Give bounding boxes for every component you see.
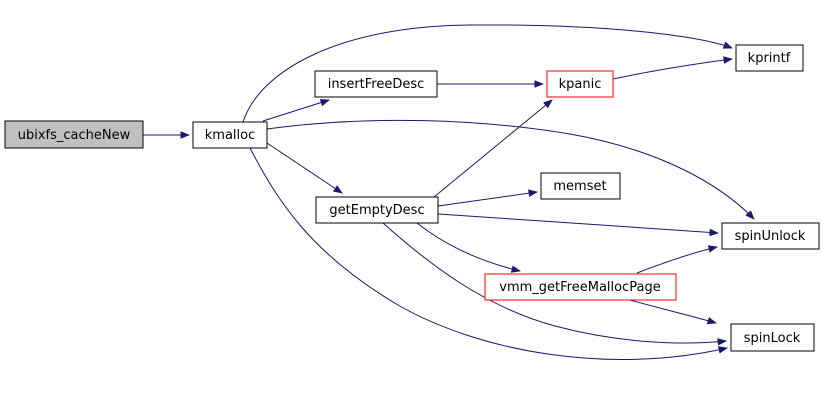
node-label: vmm_getFreeMallocPage	[499, 280, 660, 295]
edge-getEmptyDesc-spinUnlock	[437, 213, 719, 237]
node-label: memset	[553, 179, 606, 194]
node-label: kpanic	[559, 77, 602, 92]
edge-kmalloc-insertFreeDesc	[262, 98, 330, 122]
edge-getEmptyDesc-kpanic	[433, 99, 553, 198]
edge-kmalloc-getEmptyDesc	[266, 142, 343, 194]
edge-kmalloc-kprintf	[242, 24, 733, 123]
node-box	[315, 196, 439, 224]
edge-kmalloc-spinUnlock	[266, 119, 755, 220]
edge-vmm_getFreeMallocPage-spinUnlock	[636, 245, 718, 274]
node-memset[interactable]: memset	[540, 172, 621, 200]
node-label: spinLock	[744, 331, 801, 346]
edge-layer	[143, 24, 755, 360]
node-label: spinUnlock	[735, 229, 806, 244]
edge-getEmptyDesc-spinLock	[382, 222, 727, 346]
edge-vmm_getFreeMallocPage-spinLock	[629, 299, 717, 325]
node-spinUnlock[interactable]: spinUnlock	[721, 222, 820, 250]
node-spinLock[interactable]: spinLock	[730, 323, 815, 352]
node-box	[314, 70, 438, 98]
node-vmm_getFreeMallocPage[interactable]: vmm_getFreeMallocPage	[484, 273, 677, 301]
node-box	[735, 44, 804, 72]
node-box	[540, 172, 621, 200]
node-label: kmalloc	[205, 128, 255, 143]
node-box	[721, 222, 820, 250]
node-box	[546, 70, 614, 98]
node-label: kprintf	[748, 51, 791, 66]
node-label: getEmptyDesc	[329, 203, 424, 218]
node-label: insertFreeDesc	[328, 77, 425, 92]
node-box	[4, 120, 144, 149]
node-kpanic[interactable]: kpanic	[546, 70, 614, 98]
edge-kmalloc-spinLock	[249, 147, 728, 360]
node-kmalloc[interactable]: kmalloc	[192, 121, 268, 149]
edge-kpanic-kprintf	[612, 56, 733, 80]
node-box	[730, 323, 815, 352]
node-layer: ubixfs_cacheNew kmalloc insertFreeDesc k…	[4, 44, 820, 352]
edge-getEmptyDesc-memset	[437, 189, 538, 207]
node-ubixfs_cacheNew[interactable]: ubixfs_cacheNew	[4, 120, 144, 149]
node-box	[192, 121, 268, 149]
edge-getEmptyDesc-vmm_getFreeMallocPage	[416, 222, 521, 273]
node-label: ubixfs_cacheNew	[18, 128, 131, 143]
node-kprintf[interactable]: kprintf	[735, 44, 804, 72]
node-insertFreeDesc[interactable]: insertFreeDesc	[314, 70, 438, 98]
node-getEmptyDesc[interactable]: getEmptyDesc	[315, 196, 439, 224]
node-box	[484, 273, 677, 301]
